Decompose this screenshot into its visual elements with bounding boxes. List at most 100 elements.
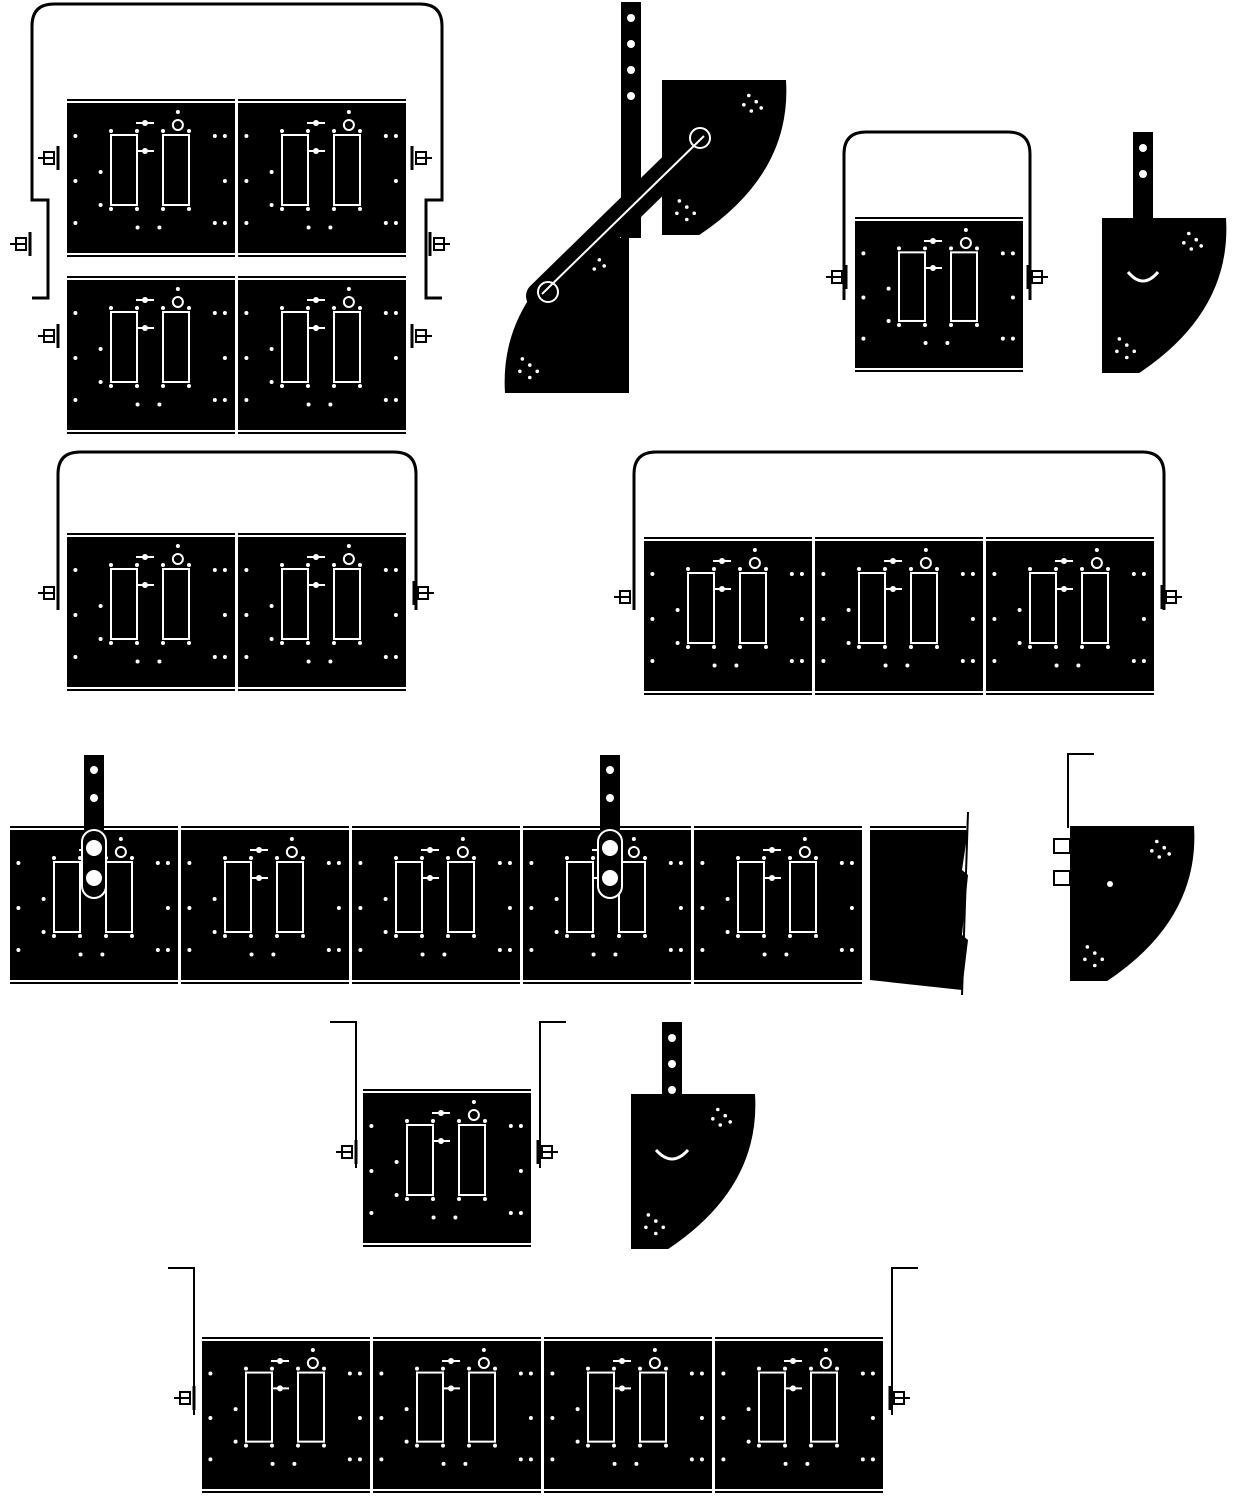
- led-module-outline: [281, 311, 309, 383]
- module-screw: [1054, 645, 1058, 649]
- indicator-dot: [175, 287, 180, 291]
- module-screw: [358, 129, 362, 133]
- screw-hole: [1010, 336, 1015, 341]
- connector-dot: [277, 1358, 283, 1364]
- power-socket-icon: [342, 119, 355, 131]
- module-screw: [109, 384, 113, 388]
- vent-hole: [1117, 337, 1122, 341]
- module-screw: [738, 567, 742, 571]
- screw-hole: [212, 311, 217, 315]
- module-screw: [935, 645, 939, 649]
- screw-hole: [222, 655, 227, 659]
- screw-hole: [100, 952, 105, 957]
- screw-hole: [675, 641, 680, 645]
- module-screw: [306, 563, 310, 567]
- vent-hole: [692, 211, 697, 216]
- module-screw: [441, 1366, 445, 1371]
- screw-hole: [73, 134, 78, 138]
- connector-dot: [142, 554, 148, 560]
- module-screw: [280, 641, 284, 645]
- indicator-dot: [752, 548, 757, 552]
- screw-hole: [393, 655, 398, 659]
- module-screw: [483, 1119, 487, 1123]
- tilt-knob-icon: [38, 581, 60, 605]
- screw-hole: [518, 1169, 523, 1173]
- led-module-outline: [737, 861, 765, 933]
- led-module-outline: [333, 311, 361, 383]
- led-panel: [986, 537, 1154, 695]
- screw-hole: [550, 1415, 555, 1420]
- module-screw: [187, 207, 191, 211]
- screw-hole: [762, 952, 767, 957]
- screw-hole: [73, 568, 78, 572]
- screw-hole: [383, 930, 388, 934]
- module-screw: [857, 567, 861, 571]
- figure-3x1-front: [614, 450, 1182, 695]
- led-module-outline: [416, 1371, 444, 1443]
- screw-hole: [1017, 608, 1022, 612]
- screw-hole: [383, 311, 388, 315]
- module-screw: [949, 246, 953, 251]
- screw-hole: [393, 311, 398, 315]
- screw-hole: [668, 861, 673, 865]
- screw-hole: [73, 221, 78, 225]
- led-module-outline: [687, 572, 715, 644]
- screw-hole: [1131, 659, 1136, 663]
- screw-hole: [222, 179, 227, 183]
- screw-hole: [550, 1371, 555, 1376]
- vent-hole: [644, 1225, 648, 1230]
- screw-hole: [404, 1439, 409, 1444]
- screw-hole: [700, 948, 705, 952]
- screw-hole: [369, 1124, 374, 1128]
- panel-body: [238, 537, 406, 687]
- screw-hole: [1000, 251, 1005, 256]
- power-socket-icon: [477, 1357, 490, 1369]
- screw-hole: [550, 1457, 555, 1462]
- connector-dot: [438, 1138, 444, 1144]
- module-screw: [586, 1366, 590, 1371]
- module-screw: [161, 207, 165, 211]
- led-module-outline: [858, 572, 886, 644]
- module-screw: [565, 934, 569, 938]
- vent-hole: [716, 1107, 720, 1112]
- screw-hole: [269, 604, 274, 608]
- figure-2x1-front: [38, 450, 434, 691]
- indicator-dot: [346, 287, 351, 291]
- screw-hole: [98, 203, 103, 207]
- module-screw: [332, 306, 336, 310]
- mount-arm: [621, 2, 641, 238]
- screw-hole: [508, 1211, 513, 1215]
- indicator-dot: [118, 837, 123, 841]
- led-module-outline: [1029, 572, 1057, 644]
- led-panel: [238, 276, 406, 434]
- screw-hole: [870, 1371, 875, 1376]
- module-screw: [332, 129, 336, 133]
- vent-hole: [742, 103, 746, 107]
- housing-body: [504, 238, 629, 393]
- clamp-arm: [84, 755, 104, 830]
- led-module-outline: [110, 311, 138, 383]
- module-screw: [686, 567, 690, 571]
- vent-hole: [1132, 349, 1137, 354]
- screw-hole: [212, 930, 217, 934]
- screw-hole: [222, 311, 227, 315]
- housing-body: [1070, 826, 1195, 981]
- screw-hole: [244, 613, 249, 617]
- module-screw: [244, 1443, 248, 1448]
- pivot-arc: [1126, 271, 1160, 283]
- screw-hole: [233, 1439, 238, 1444]
- connector-dot: [438, 1110, 444, 1116]
- screw-hole: [212, 568, 217, 572]
- module-screw: [757, 1366, 761, 1371]
- screw-hole: [497, 861, 502, 865]
- screw-hole: [98, 347, 103, 351]
- tilt-knob-icon: [428, 232, 450, 256]
- screw-hole: [442, 952, 447, 957]
- screw-hole: [870, 1415, 875, 1420]
- screw-hole: [992, 617, 997, 621]
- vent-hole: [661, 1225, 666, 1230]
- screw-hole: [249, 952, 254, 957]
- screw-hole: [970, 617, 975, 621]
- module-screw: [935, 567, 939, 571]
